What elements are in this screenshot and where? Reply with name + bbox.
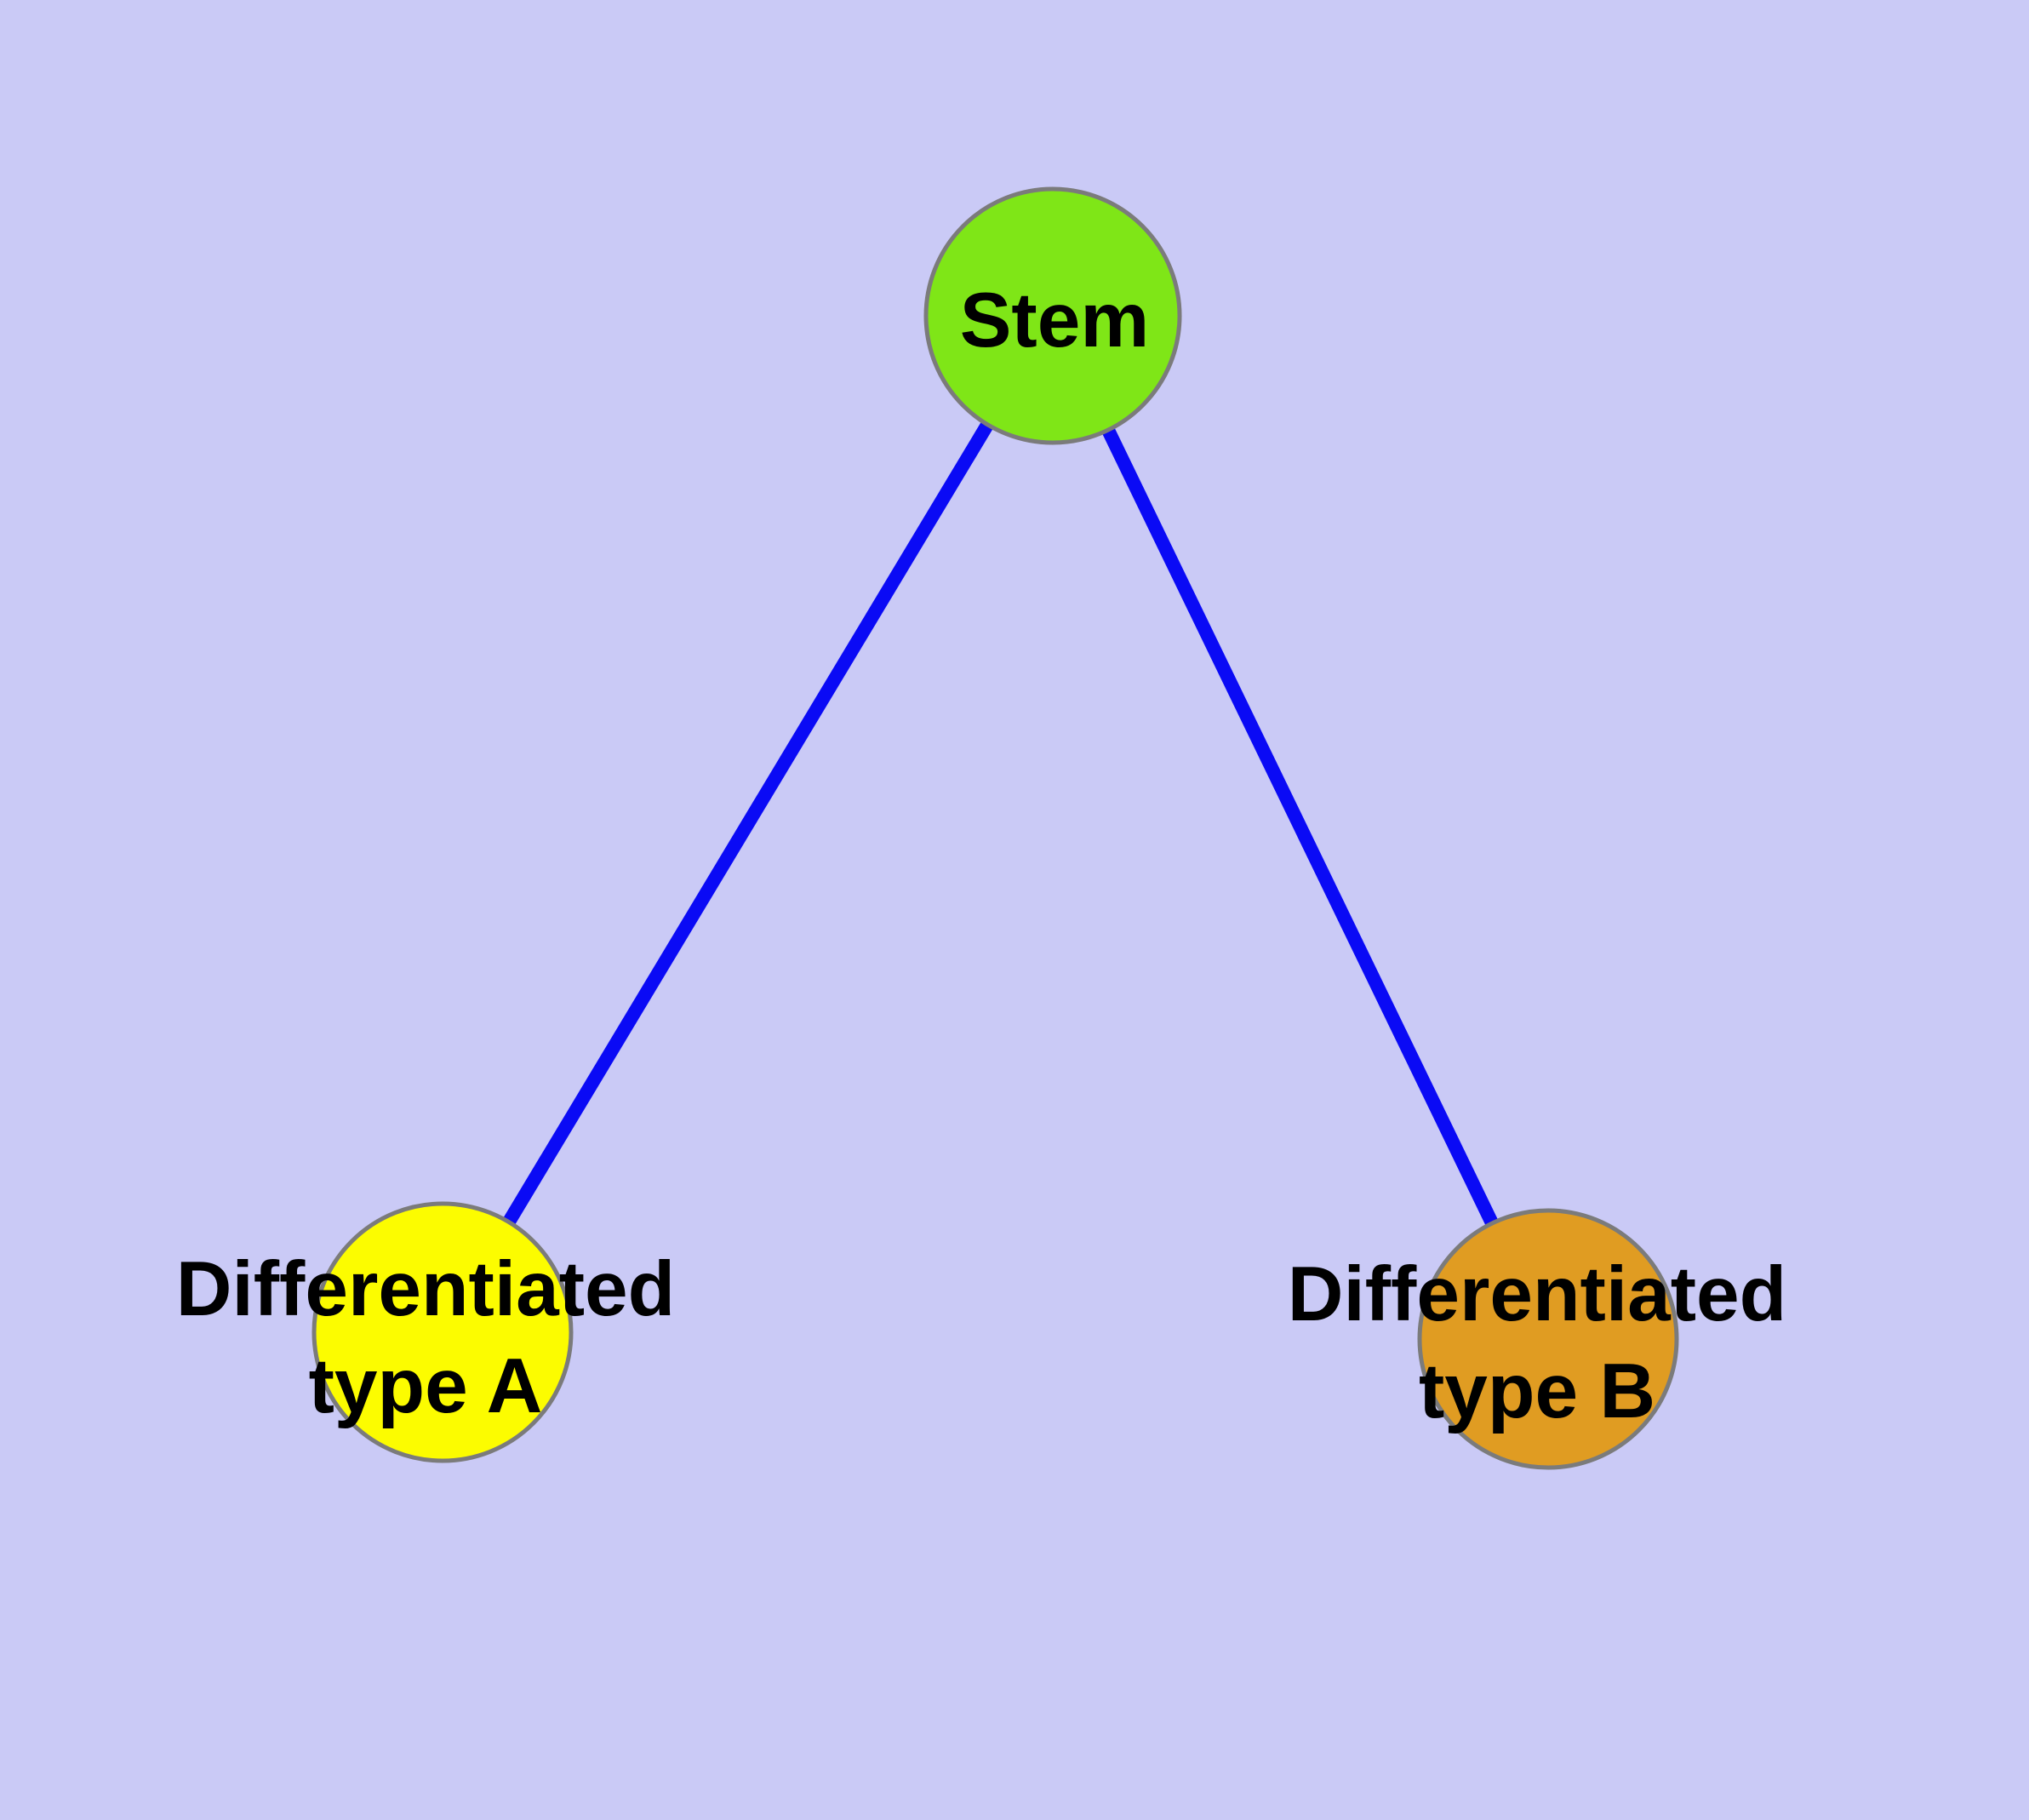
node-typeB-circle [1417,1208,1679,1470]
node-typeA-circle [311,1201,574,1463]
edge-stem-to-typeA [436,309,1060,1339]
node-typeA-label-line1: Differentiated [176,1246,676,1332]
node-typeB-label-line2: type B [1419,1348,1655,1434]
node-stem-circle [923,186,1182,445]
node-stem: Stem [923,186,1182,445]
node-stem-label: Stem [960,278,1150,363]
node-typeA-label-line2: type A [309,1343,543,1429]
node-differentiated-type-b: Differentiated type B [1288,1208,1787,1470]
node-typeB-label-line1: Differentiated [1288,1251,1787,1337]
node-differentiated-type-a: Differentiated type A [176,1201,676,1463]
edge-stem-to-typeB [1046,309,1555,1346]
